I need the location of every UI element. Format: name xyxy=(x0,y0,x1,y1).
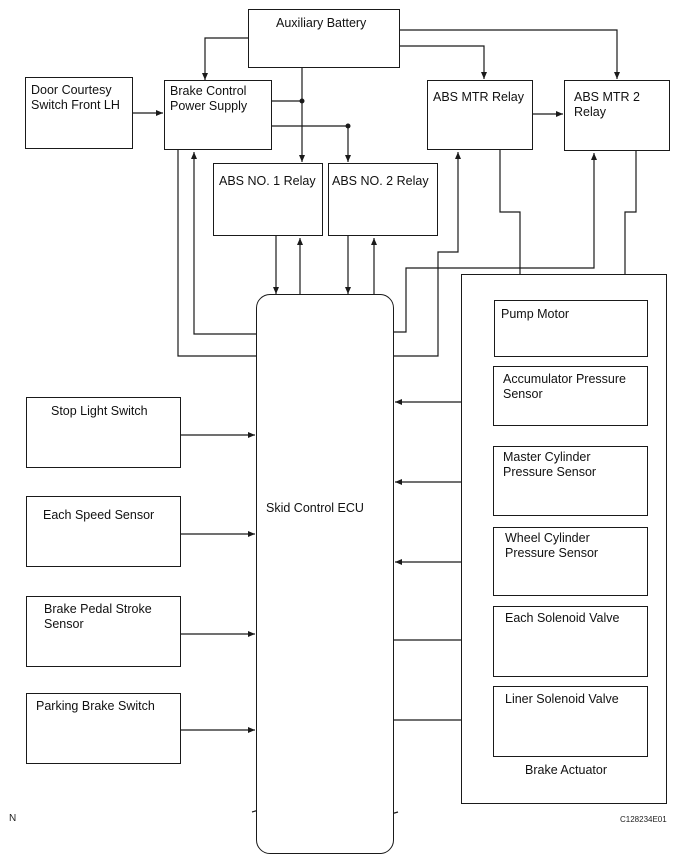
master-cylinder-pressure-sensor-box: Master Cylinder Pressure Sensor xyxy=(493,446,648,516)
abs-mtr-2-relay-label: ABS MTR 2 Relay xyxy=(574,90,640,119)
figure-code: C128234E01 xyxy=(620,815,667,824)
abs-mtr-2-relay-box: ABS MTR 2 Relay xyxy=(564,80,670,151)
each-solenoid-valve-box: Each Solenoid Valve xyxy=(493,606,648,677)
master-cylinder-pressure-sensor-label: Master Cylinder Pressure Sensor xyxy=(503,450,597,479)
each-speed-sensor-label: Each Speed Sensor xyxy=(43,508,155,522)
skid-control-ecu-label: Skid Control ECU xyxy=(266,501,364,515)
liner-solenoid-valve-label: Liner Solenoid Valve xyxy=(505,692,619,706)
abs-mtr-relay-label: ABS MTR Relay xyxy=(433,90,524,104)
door-courtesy-switch-label: Door Courtesy Switch Front LH xyxy=(31,83,120,112)
pump-motor-label: Pump Motor xyxy=(501,307,570,321)
wheel-cylinder-pressure-sensor-label: Wheel Cylinder Pressure Sensor xyxy=(505,531,599,560)
brake-control-power-supply-box: Brake Control Power Supply xyxy=(164,80,272,150)
stop-light-switch-box: Stop Light Switch xyxy=(26,397,181,468)
parking-brake-switch-label: Parking Brake Switch xyxy=(36,699,155,713)
abs-no2-relay-box: ABS NO. 2 Relay xyxy=(328,163,438,236)
abs-mtr-relay-box: ABS MTR Relay xyxy=(427,80,533,150)
stop-light-switch-label: Stop Light Switch xyxy=(51,404,148,418)
parking-brake-switch-box: Parking Brake Switch xyxy=(26,693,181,764)
brake-pedal-stroke-sensor-label: Brake Pedal Stroke Sensor xyxy=(44,602,152,631)
liner-solenoid-valve-box: Liner Solenoid Valve xyxy=(493,686,648,757)
brake-control-power-supply-label: Brake Control Power Supply xyxy=(170,84,248,113)
pump-motor-box: Pump Motor xyxy=(494,300,648,357)
each-solenoid-valve-label: Each Solenoid Valve xyxy=(505,611,620,625)
abs-no1-relay-label: ABS NO. 1 Relay xyxy=(219,174,316,188)
brake-pedal-stroke-sensor-box: Brake Pedal Stroke Sensor xyxy=(26,596,181,667)
door-courtesy-switch-box: Door Courtesy Switch Front LH xyxy=(25,77,133,149)
abs-no2-relay-label: ABS NO. 2 Relay xyxy=(332,174,429,188)
brake-actuator-label: Brake Actuator xyxy=(525,763,607,777)
corner-mark: N xyxy=(9,813,17,824)
accumulator-pressure-sensor-box: Accumulator Pressure Sensor xyxy=(493,366,648,426)
each-speed-sensor-box: Each Speed Sensor xyxy=(26,496,181,567)
wheel-cylinder-pressure-sensor-box: Wheel Cylinder Pressure Sensor xyxy=(493,527,648,596)
auxiliary-battery-box: Auxiliary Battery xyxy=(248,9,400,68)
auxiliary-battery-label: Auxiliary Battery xyxy=(276,16,367,30)
abs-no1-relay-box: ABS NO. 1 Relay xyxy=(213,163,323,236)
accumulator-pressure-sensor-label: Accumulator Pressure Sensor xyxy=(503,372,626,401)
skid-control-ecu-box: Skid Control ECU xyxy=(256,294,394,854)
